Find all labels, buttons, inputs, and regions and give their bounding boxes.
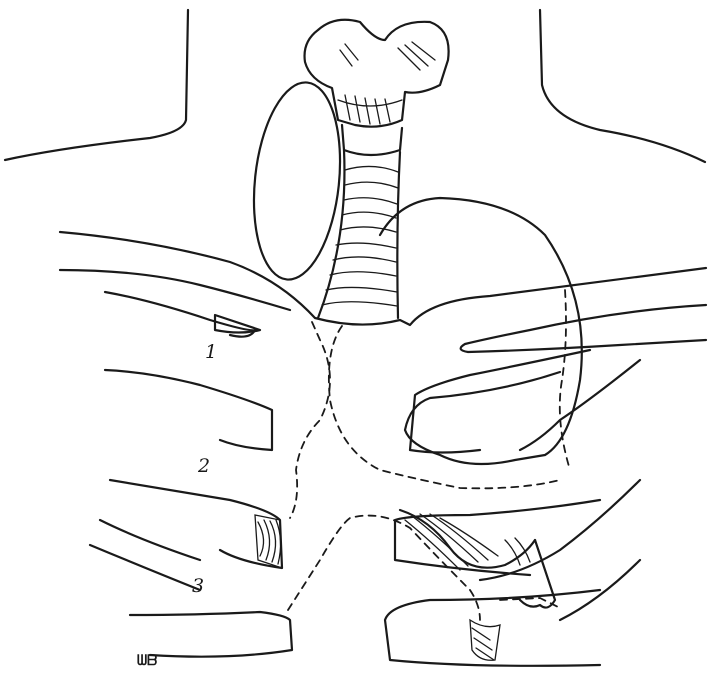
rib-label-2: 2 [197, 455, 210, 477]
ribs-left [90, 292, 292, 657]
artist-signature-mark: ᗯᗷ [137, 653, 157, 669]
larynx [305, 20, 449, 155]
neck-shoulder-outline [5, 10, 705, 162]
clavicles [60, 232, 706, 352]
thyroid-lobe [245, 78, 349, 284]
rib-label-1: 1 [205, 341, 217, 363]
rib-label-3: 3 [192, 575, 204, 597]
trachea [318, 150, 400, 318]
bronchus-hatching [255, 510, 555, 660]
dashed-outlines [288, 290, 570, 620]
ribs-right [385, 350, 640, 666]
mediastinal-mass [380, 198, 582, 464]
